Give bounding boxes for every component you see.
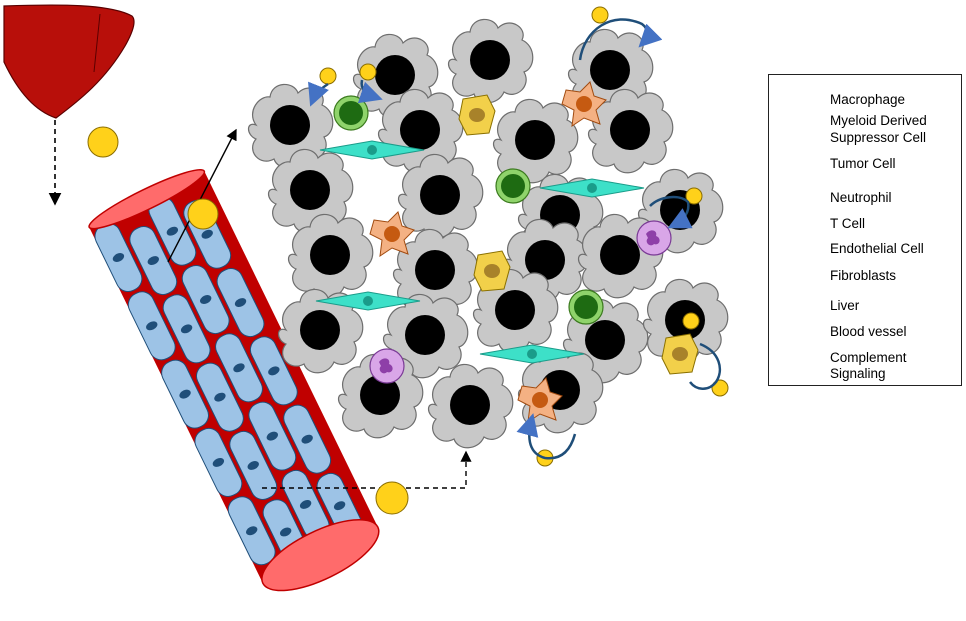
macrophage	[458, 94, 496, 136]
complement-binding-arrow	[578, 18, 663, 61]
legend-label-macrophage: Macrophage	[830, 92, 906, 107]
legend-label-liver: Liver	[830, 298, 860, 313]
vessel-top-opening	[88, 168, 206, 230]
vessel-to-tumor-dashed-arrow	[262, 450, 472, 489]
complement-signal-bottom	[375, 481, 409, 515]
legend-label-fibroblasts: Fibroblasts	[830, 268, 897, 283]
complement-signal-liver	[87, 126, 119, 158]
macrophage	[661, 333, 699, 375]
legend-label-mdsc-line1: Myeloid Derived	[830, 113, 927, 128]
vessel-to-tumor-arrow	[167, 128, 237, 263]
complement-binding-arrow	[649, 195, 693, 229]
legend-label-complement-line2: Signaling	[830, 366, 886, 381]
neutrophil	[369, 348, 405, 384]
vessel-bottom-opening	[261, 518, 380, 592]
legend-label-complement-line1: Complement	[830, 350, 907, 365]
legend-label-blood-vessel: Blood vessel	[830, 324, 907, 339]
legend-label-endothelial-cell: Endothelial Cell	[830, 241, 924, 256]
complement-signal-vessel	[187, 198, 219, 230]
legend-label-neutrophil: Neutrophil	[830, 190, 892, 205]
t-cell	[568, 289, 604, 325]
legend-label-t-cell: T Cell	[830, 216, 866, 231]
complement-signal	[359, 63, 377, 81]
complement-signal	[319, 67, 337, 85]
complement-signal	[591, 6, 609, 24]
t-cell	[495, 168, 531, 204]
complement-binding-arrow	[689, 342, 721, 390]
complement-signal	[682, 312, 700, 330]
legend-box	[768, 74, 962, 386]
legend-label-tumor-cell: Tumor Cell	[830, 156, 896, 171]
legend-label-mdsc-line2: Suppressor Cell	[830, 130, 927, 145]
complement-binding-arrow	[516, 413, 577, 460]
neutrophil	[636, 220, 672, 256]
complement-binding-arrow	[308, 81, 329, 107]
liver-lobe-line	[93, 13, 101, 73]
t-cell	[333, 95, 369, 131]
liver-shape	[3, 4, 135, 119]
complement-binding-arrow	[357, 79, 383, 104]
macrophage	[473, 250, 511, 292]
